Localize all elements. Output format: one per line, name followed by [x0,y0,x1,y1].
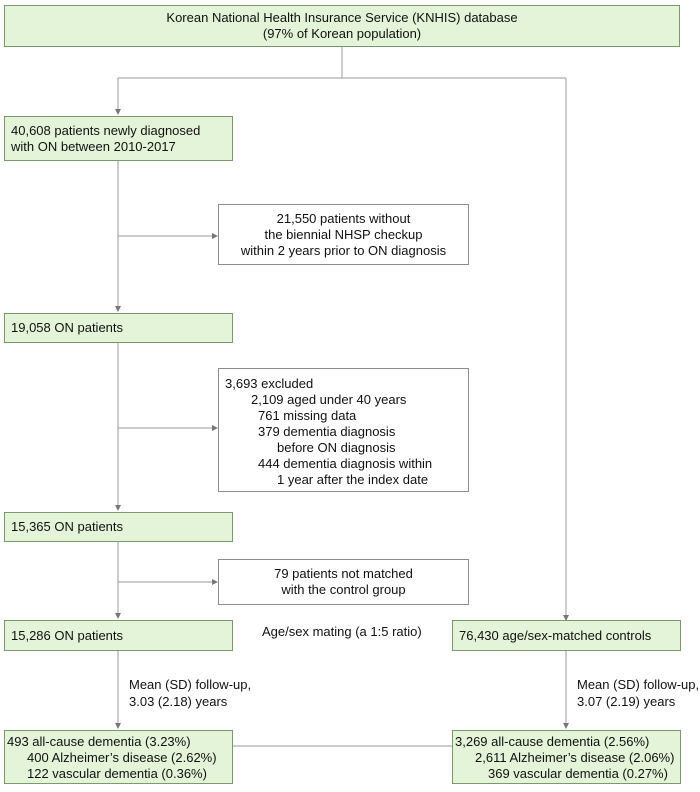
diagnosed-line-1: 40,608 patients newly diagnosed [11,122,201,138]
excluded-prior-dementia-cont: before ON diagnosis [277,440,396,455]
on-outcome-box: 493 all-cause dementia (3.23%) 400 Alzhe… [4,730,233,784]
on-vascular-dementia: 122 vascular dementia (0.36%) [27,766,207,781]
exclusion-criteria-box: 3,693 excluded 2,109 aged under 40 years… [218,368,469,492]
not-matched-line-1: 79 patients not matched [274,566,413,581]
no-checkup-line-1: 21,550 patients without [276,210,411,226]
control-outcome-box: 3,269 all-cause dementia (2.56%) 2,611 A… [452,730,681,784]
excluded-title: 3,693 excluded [225,376,314,391]
followup-on-text: Mean (SD) follow-up, 3.03 (2.18) years [129,676,251,710]
source-subtitle: (97% of Korean population) [262,26,422,41]
excluded-prior-dementia: 379 dementia diagnosis [258,424,396,439]
on-patients-19058-box: 19,058 ON patients [4,313,233,343]
not-matched-line-2: with the control group [281,582,406,597]
on-patients-15286-box: 15,286 ON patients [4,620,233,651]
on-alzheimers: 400 Alzheimer’s disease (2.62%) [27,750,217,765]
followup-on-line-2: 3.03 (2.18) years [129,694,228,709]
control-vascular-dementia: 369 vascular dementia (0.27%) [488,766,668,781]
matching-label: Age/sex mating (a 1:5 ratio) [262,624,422,639]
on-patients-15365-box: 15,365 ON patients [4,512,233,542]
on-all-cause-dementia: 493 all-cause dementia (3.23%) [7,734,191,749]
control-all-cause-dementia: 3,269 all-cause dementia (2.56%) [455,734,650,749]
followup-controls-text: Mean (SD) follow-up, 3.07 (2.19) years [577,676,699,710]
on-patients-15365-label: 15,365 ON patients [11,519,124,534]
followup-controls-line-2: 3.07 (2.19) years [577,694,676,709]
control-alzheimers: 2,611 Alzheimer’s disease (2.06%) [475,750,675,765]
diagnosed-line-2: with ON between 2010-2017 [11,138,176,154]
excluded-age: 2,109 aged under 40 years [251,392,407,407]
source-database-box: Korean National Health Insurance Service… [4,5,680,47]
matched-controls-box: 76,430 age/sex-matched controls [452,620,681,651]
followup-controls-line-1: Mean (SD) follow-up, [577,677,700,692]
on-patients-19058-label: 19,058 ON patients [11,320,124,335]
excluded-early-dementia: 444 dementia diagnosis within [258,456,433,471]
on-patients-15286-label: 15,286 ON patients [11,627,124,643]
excluded-missing: 761 missing data [258,408,357,423]
followup-on-line-1: Mean (SD) follow-up, [129,677,252,692]
matched-controls-label: 76,430 age/sex-matched controls [459,627,652,643]
no-checkup-line-2: the biennial NHSP checkup [264,226,423,242]
source-title: Korean National Health Insurance Service… [166,10,518,25]
diagnosed-patients-box: 40,608 patients newly diagnosed with ON … [4,116,233,161]
no-checkup-line-3: within 2 years prior to ON diagnosis [240,242,447,258]
not-matched-box: 79 patients not matched with the control… [218,559,469,605]
no-checkup-exclusion-box: 21,550 patients without the biennial NHS… [218,204,469,265]
excluded-early-dementia-cont: 1 year after the index date [277,472,429,487]
